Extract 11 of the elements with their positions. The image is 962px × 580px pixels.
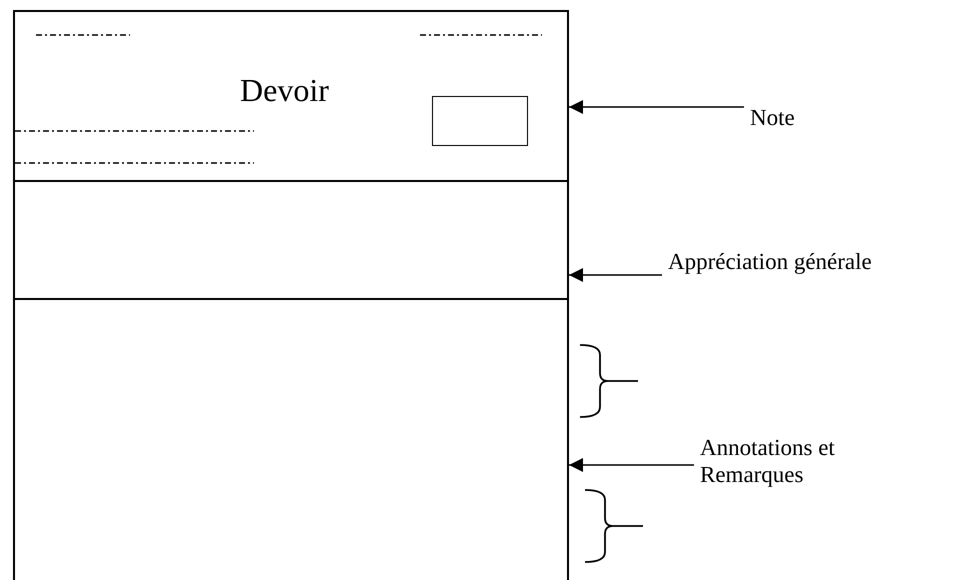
grade-box bbox=[432, 96, 528, 146]
callout-label: Annotations et Remarques bbox=[700, 434, 900, 494]
arrow bbox=[569, 100, 744, 114]
arrow bbox=[569, 458, 694, 472]
callout-label: Note bbox=[750, 104, 830, 134]
callout-label: Appréciation générale bbox=[668, 248, 958, 278]
annotation-section bbox=[13, 298, 569, 580]
form-title: Devoir bbox=[240, 72, 329, 108]
arrow bbox=[569, 268, 662, 282]
comment-section bbox=[13, 180, 569, 300]
header-section bbox=[13, 10, 569, 182]
